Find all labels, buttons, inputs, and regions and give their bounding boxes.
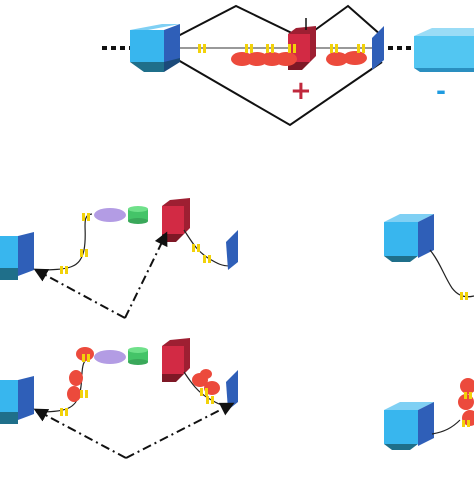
plus-sign: + xyxy=(290,76,312,106)
blue-cube-icon xyxy=(0,232,34,280)
backbone-curve xyxy=(431,419,461,435)
green-cylinder-icon xyxy=(128,347,148,365)
blue-cube-icon xyxy=(0,376,34,424)
blue-block-icon xyxy=(372,26,384,70)
blue-cube-icon xyxy=(130,24,180,72)
red-ellipse-icon xyxy=(458,378,474,426)
red-ellipse-cluster-top xyxy=(231,51,367,66)
yellow-marker-icon xyxy=(460,292,468,300)
backbone-curve xyxy=(35,213,93,271)
loop-upper-left xyxy=(177,4,299,37)
dash-dot-arrow-icon xyxy=(33,268,126,319)
loop-lower xyxy=(177,59,383,127)
loop-upper-right xyxy=(314,4,383,37)
minus-sign: - xyxy=(436,77,446,105)
yellow-marker-icon xyxy=(60,213,211,274)
dash-dot-arrow-icon xyxy=(124,231,168,319)
purple-ellipse-icon xyxy=(94,208,126,222)
backbone-curve xyxy=(429,249,474,298)
right-bottom-panel xyxy=(384,378,474,450)
tail-curve xyxy=(183,229,231,267)
middle-left-panel xyxy=(0,198,238,319)
green-cylinder-icon xyxy=(128,206,148,224)
blue-cube-icon xyxy=(384,214,434,262)
top-panel xyxy=(102,4,474,127)
blue-block-icon xyxy=(226,370,238,410)
red-cube-icon xyxy=(162,338,190,382)
right-middle-panel xyxy=(384,214,474,300)
backbone-curve xyxy=(35,355,93,413)
dash-dot-arrow-icon xyxy=(33,408,127,459)
minus-box-icon xyxy=(414,28,474,72)
dash-dot-arrow-icon xyxy=(125,402,235,459)
yellow-marker-icon xyxy=(198,44,365,53)
blue-block-icon xyxy=(226,230,238,270)
yellow-marker-icon xyxy=(462,392,472,427)
red-cube-icon xyxy=(162,198,190,242)
blue-cube-icon xyxy=(384,402,434,450)
yellow-marker-icon xyxy=(60,354,214,416)
bottom-left-panel xyxy=(0,338,238,459)
purple-ellipse-icon xyxy=(94,350,126,364)
